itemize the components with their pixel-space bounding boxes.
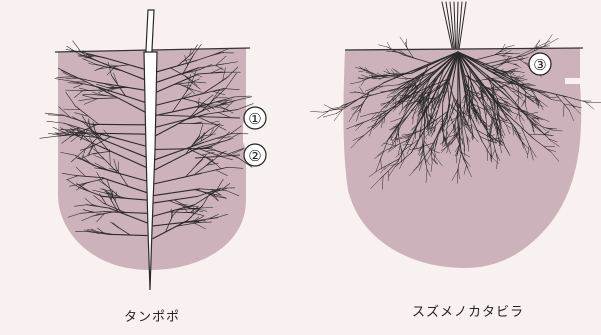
fibrous-root (400, 37, 405, 44)
fibrous-root (334, 109, 343, 120)
lateral-root (91, 124, 147, 125)
marker-3: ③ (529, 53, 551, 75)
fibrous-root (507, 45, 515, 47)
fibrous-root (544, 34, 552, 46)
marker-1-label: ① (248, 110, 261, 128)
lateral-root (73, 41, 81, 52)
soil-section-right (343, 48, 581, 268)
fibrous-root (310, 111, 323, 112)
marker-2: ② (244, 144, 266, 166)
fibrous-root (323, 114, 336, 117)
grass-blade (457, 2, 458, 48)
marker-1: ① (244, 107, 266, 129)
plant-name-dandelion: タンポポ (124, 306, 180, 325)
plant-name-bluegrass: スズメノカタビラ (412, 301, 524, 320)
fibrous-root (589, 102, 601, 103)
fibrous-root (378, 45, 387, 47)
marker-3-label: ③ (533, 56, 546, 74)
lateral-root (40, 136, 57, 138)
fibrous-root (324, 105, 334, 110)
marker-2-label: ② (248, 147, 261, 165)
